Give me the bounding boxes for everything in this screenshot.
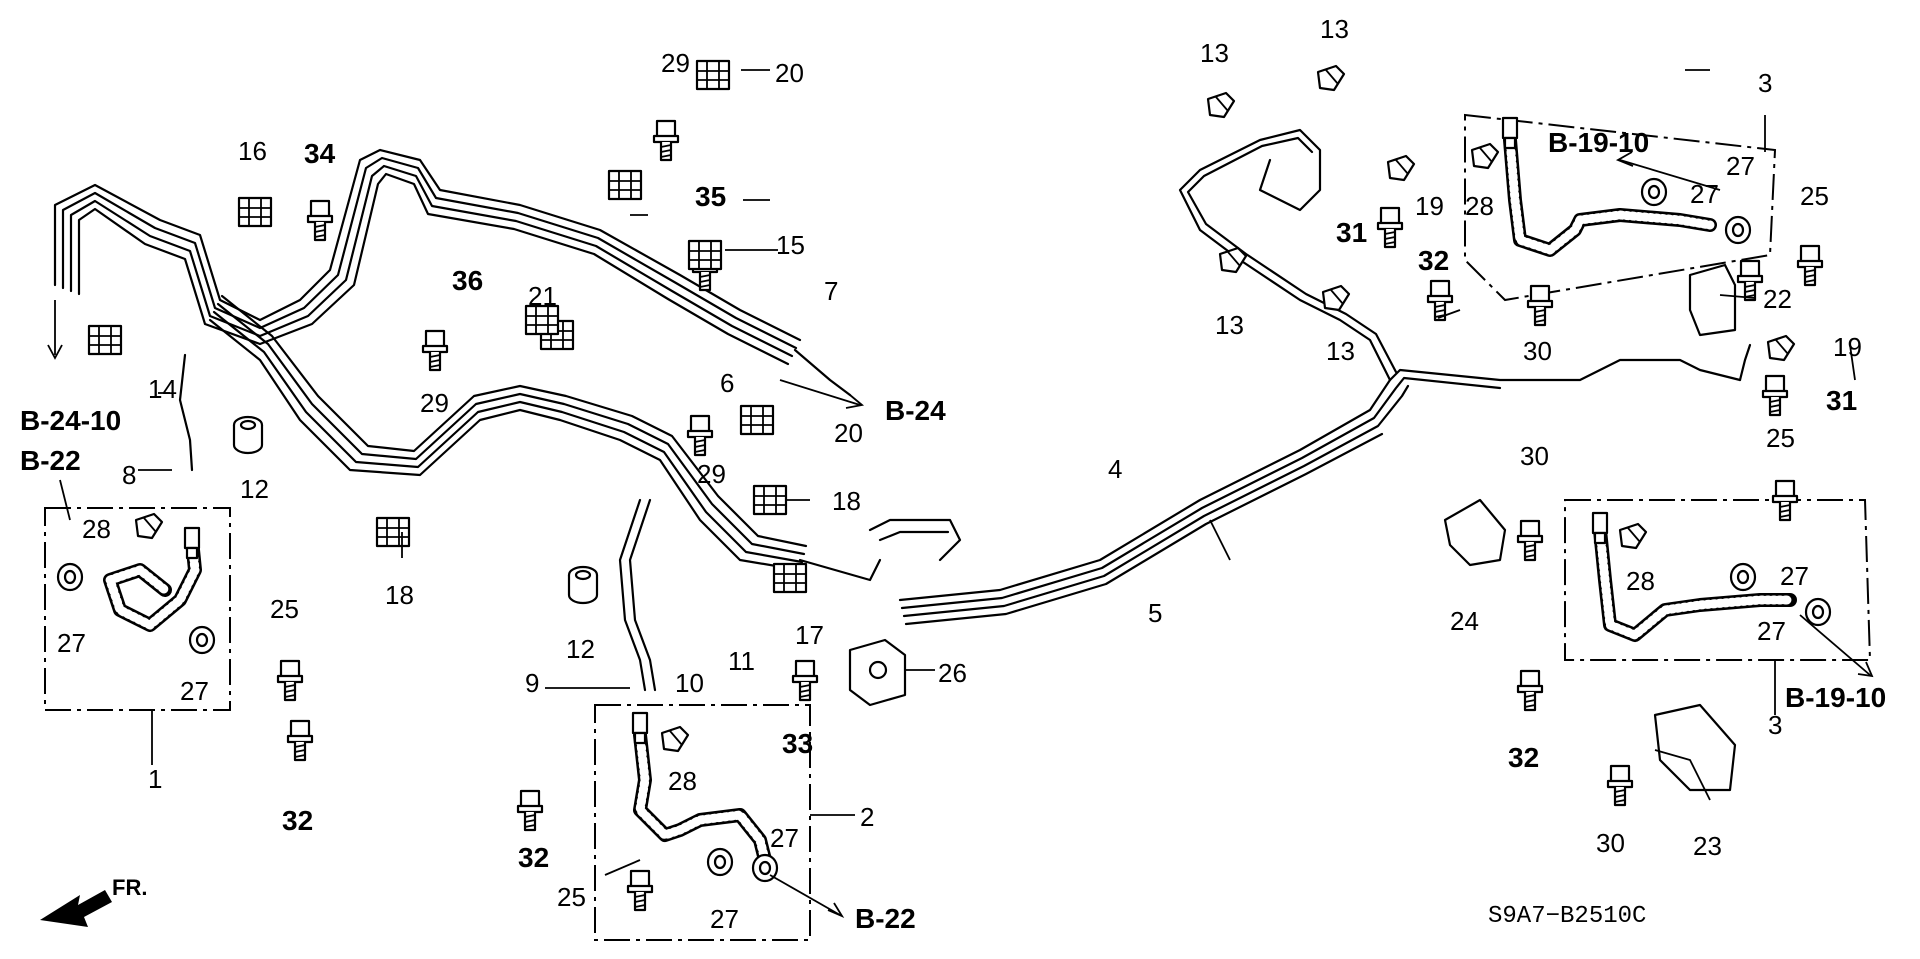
front-arrow-icon — [40, 890, 112, 927]
label-27-e: 27 — [1690, 179, 1719, 209]
label-3-bottom: 3 — [1768, 710, 1782, 740]
label-6: 6 — [720, 368, 734, 398]
label-25-right: 25 — [1766, 423, 1795, 453]
label-35: 35 — [695, 181, 726, 212]
ref-b-19-10-top: B-19-10 — [1548, 127, 1649, 158]
label-31-top: 31 — [1336, 217, 1367, 248]
main-brake-pipes — [898, 128, 1752, 626]
label-21: 21 — [528, 281, 557, 311]
label-30-top: 30 — [1523, 336, 1552, 366]
label-12-mid: 12 — [566, 634, 595, 664]
label-32-bottom: 32 — [518, 842, 549, 873]
label-34: 34 — [304, 138, 336, 169]
hose-assembly-group-2 — [594, 704, 855, 941]
front-brake-pipes — [53, 148, 962, 692]
label-27-a: 27 — [57, 628, 86, 658]
label-27-h: 27 — [1757, 616, 1786, 646]
diagram-code: S9A7−B2510C — [1488, 903, 1646, 930]
label-30-bottom: 30 — [1596, 828, 1625, 858]
hose-assembly-group-1 — [44, 507, 231, 765]
label-10: 10 — [675, 668, 704, 698]
label-3-top: 3 — [1758, 68, 1772, 98]
orientation-indicator: FR. — [40, 875, 147, 927]
orientation-label: FR. — [112, 875, 147, 900]
rear-left-brake-hose-bottom — [1591, 511, 1797, 642]
label-18-left: 18 — [385, 580, 414, 610]
label-25-bottom: 25 — [557, 882, 586, 912]
label-7: 7 — [824, 276, 838, 306]
label-5: 5 — [1148, 598, 1162, 628]
part-number-labels: 1 2 3 3 4 5 6 7 8 9 10 11 12 12 13 13 13… — [57, 14, 1862, 934]
label-29-right: 29 — [697, 459, 726, 489]
label-28-b: 28 — [668, 766, 697, 796]
label-20-mid: 20 — [834, 418, 863, 448]
label-29-top: 29 — [661, 48, 690, 78]
ref-b-24: B-24 — [885, 395, 946, 426]
label-8: 8 — [122, 460, 136, 490]
label-1: 1 — [148, 764, 162, 794]
label-16: 16 — [238, 136, 267, 166]
label-2: 2 — [860, 802, 874, 832]
label-11: 11 — [728, 646, 755, 676]
parts — [56, 59, 1832, 912]
rear-right-brake-hose-top — [1501, 116, 1717, 257]
label-32-left: 32 — [282, 805, 313, 836]
label-27-f: 27 — [1726, 151, 1755, 181]
label-25-topright: 25 — [1800, 181, 1829, 211]
section-reference-labels: B-24-10 B-22 B-24 B-22 B-19-10 B-19-10 — [20, 127, 1886, 934]
label-27-b: 27 — [180, 676, 209, 706]
label-18-right: 18 — [832, 486, 861, 516]
leader-lines — [47, 69, 1874, 918]
hose-assembly-group-3-bottom — [1564, 499, 1872, 715]
label-28-d: 28 — [1626, 566, 1655, 596]
label-33: 33 — [782, 728, 813, 759]
label-22: 22 — [1763, 284, 1792, 314]
label-14: 14 — [148, 374, 177, 404]
label-26: 26 — [938, 658, 967, 688]
label-25-left: 25 — [270, 594, 299, 624]
label-13-b: 13 — [1320, 14, 1349, 44]
label-27-g: 27 — [1780, 561, 1809, 591]
bracket-24 — [1443, 498, 1507, 567]
label-9: 9 — [525, 668, 539, 698]
label-20-top: 20 — [775, 58, 804, 88]
front-left-brake-hose — [103, 526, 202, 632]
label-32-top: 32 — [1418, 245, 1449, 276]
bracket-23 — [1653, 703, 1737, 792]
label-36: 36 — [452, 265, 483, 296]
label-15: 15 — [776, 230, 805, 260]
label-17: 17 — [795, 620, 824, 650]
label-30-mid: 30 — [1520, 441, 1549, 471]
label-29-mid: 29 — [420, 388, 449, 418]
bracket-22 — [1688, 263, 1737, 337]
hose-assembly-group-3-top — [1464, 113, 1777, 302]
label-32-right: 32 — [1508, 742, 1539, 773]
label-24: 24 — [1450, 606, 1479, 636]
front-right-brake-hose — [631, 711, 772, 867]
label-12-left: 12 — [240, 474, 269, 504]
ref-b-22-bottom: B-22 — [855, 903, 916, 934]
label-13-c: 13 — [1215, 310, 1244, 340]
ref-b-24-10: B-24-10 — [20, 405, 121, 436]
label-28-a: 28 — [82, 514, 111, 544]
label-23: 23 — [1693, 831, 1722, 861]
label-19-right: 19 — [1833, 332, 1862, 362]
ref-b-22-left: B-22 — [20, 445, 81, 476]
label-13-d: 13 — [1326, 336, 1355, 366]
label-27-c: 27 — [710, 904, 739, 934]
label-31-right: 31 — [1826, 385, 1857, 416]
label-13-a: 13 — [1200, 38, 1229, 68]
label-19-top: 19 — [1415, 191, 1444, 221]
ref-b-19-10-right: B-19-10 — [1785, 682, 1886, 713]
label-27-d: 27 — [770, 823, 799, 853]
label-4: 4 — [1108, 454, 1122, 484]
label-28-c: 28 — [1465, 191, 1494, 221]
